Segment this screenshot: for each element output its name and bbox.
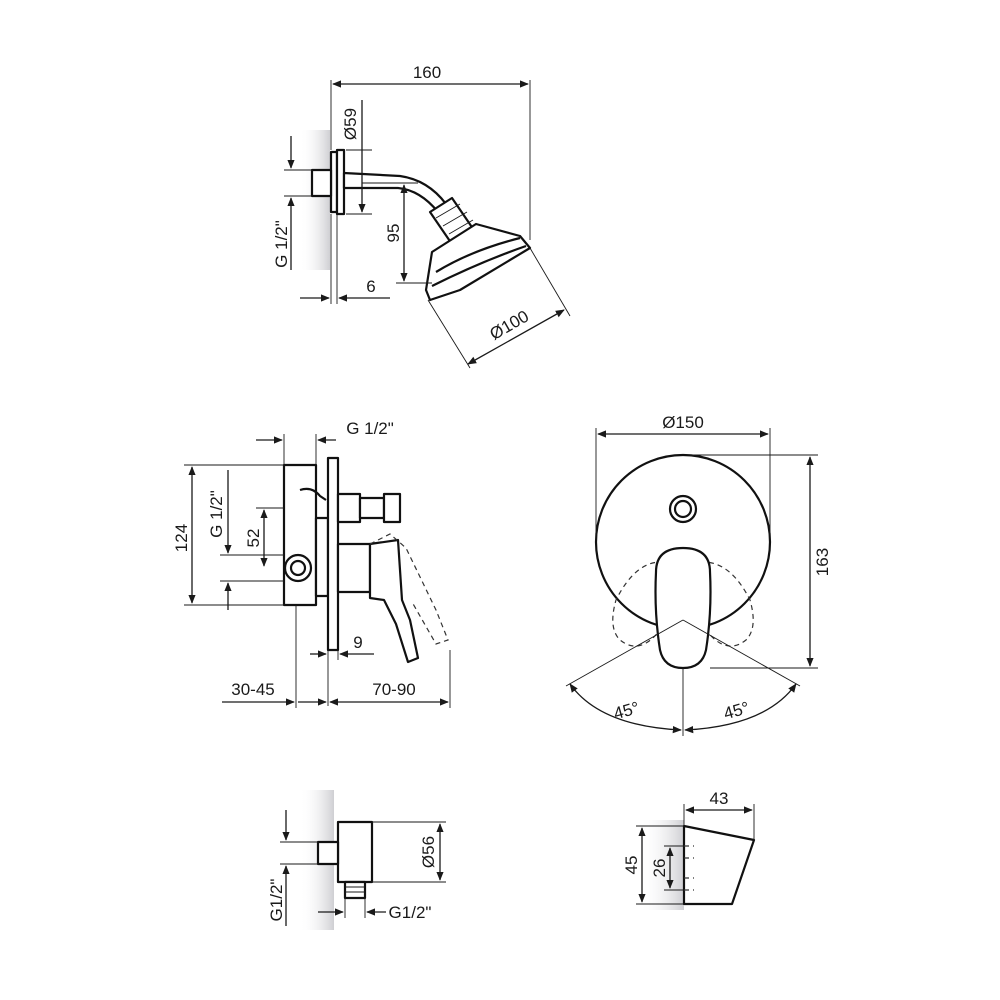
body-detail bbox=[299, 487, 327, 501]
dim-d100-label: Ø100 bbox=[486, 307, 532, 344]
mixer-body bbox=[282, 463, 318, 607]
outlet-nut bbox=[336, 492, 362, 524]
bottom-thread bbox=[343, 880, 367, 900]
outlet-end bbox=[382, 492, 402, 524]
angle-ray bbox=[565, 619, 684, 687]
holder-view: 43 45 26 bbox=[622, 789, 756, 910]
angle-ray bbox=[682, 619, 801, 687]
dim-d56-label: Ø56 bbox=[419, 836, 438, 868]
wall-shade bbox=[640, 820, 684, 910]
dim-43-label: 43 bbox=[710, 789, 729, 808]
side-port bbox=[283, 553, 313, 583]
dim-95-label: 95 bbox=[384, 224, 403, 243]
dim-30-45-label: 30-45 bbox=[231, 680, 274, 699]
dim-thread-side-label: G 1/2" bbox=[207, 490, 226, 538]
diverter-button-inner bbox=[673, 499, 693, 519]
dim-124-label: 124 bbox=[172, 524, 191, 552]
dim-163-label: 163 bbox=[813, 548, 832, 576]
ext-line bbox=[427, 299, 471, 369]
lever-alt-position bbox=[369, 533, 449, 645]
diverter-button bbox=[668, 494, 698, 524]
outlet-pipe bbox=[358, 496, 386, 520]
wall-shade bbox=[300, 130, 330, 270]
dim-thread-label: G 1/2" bbox=[272, 220, 291, 268]
thread-lines bbox=[345, 886, 365, 893]
dim-line bbox=[467, 309, 565, 365]
side-port-inner bbox=[289, 559, 307, 577]
dim-160-label: 160 bbox=[413, 63, 441, 82]
holder-hidden-lines bbox=[684, 845, 694, 891]
head-line-1 bbox=[435, 236, 521, 273]
dim-thread-top-label: G 1/2" bbox=[346, 419, 394, 438]
shower-arm bbox=[342, 171, 448, 214]
dim-52-label: 52 bbox=[244, 529, 263, 548]
front-lever bbox=[654, 546, 712, 670]
nut-ridges bbox=[435, 203, 474, 235]
thread-stub bbox=[310, 168, 333, 198]
cartridge bbox=[336, 542, 372, 594]
dim-thread-bottom-label: G1/2" bbox=[389, 903, 432, 922]
dim-d150-label: Ø150 bbox=[662, 413, 704, 432]
lever bbox=[368, 538, 420, 664]
angle-arc-right bbox=[684, 683, 797, 734]
dim-26-label: 26 bbox=[650, 859, 669, 878]
holder-body bbox=[682, 824, 756, 906]
head-line-2 bbox=[431, 244, 527, 287]
wall-outlet-view: Ø56 G1/2" G1/2" bbox=[267, 790, 446, 930]
outlet-thread bbox=[316, 840, 340, 866]
body-step bbox=[314, 516, 330, 598]
head-body bbox=[424, 222, 532, 302]
cover-plate bbox=[326, 456, 340, 652]
angle-arc-left bbox=[569, 683, 682, 734]
dim-45-label: 45 bbox=[622, 856, 641, 875]
dim-thread-left-label: G1/2" bbox=[267, 879, 286, 922]
outlet-body bbox=[336, 820, 374, 884]
ext-line bbox=[529, 247, 571, 317]
dim-6-label: 6 bbox=[366, 277, 375, 296]
dim-9-label: 9 bbox=[353, 633, 362, 652]
mixer-front-view: Ø150 163 45° 45° bbox=[565, 413, 832, 736]
lever-right-position bbox=[693, 561, 754, 647]
angle-left-label: 45° bbox=[612, 698, 642, 723]
flange-plate bbox=[335, 148, 346, 216]
dim-70-90-label: 70-90 bbox=[372, 680, 415, 699]
mixer-side-view: G 1/2" 124 G 1/2" 52 9 30-45 70-90 bbox=[172, 419, 451, 708]
dim-d59-label: Ø59 bbox=[341, 108, 360, 140]
shower-head-view: 160 Ø59 95 G 1/2" 6 Ø100 bbox=[272, 63, 571, 369]
